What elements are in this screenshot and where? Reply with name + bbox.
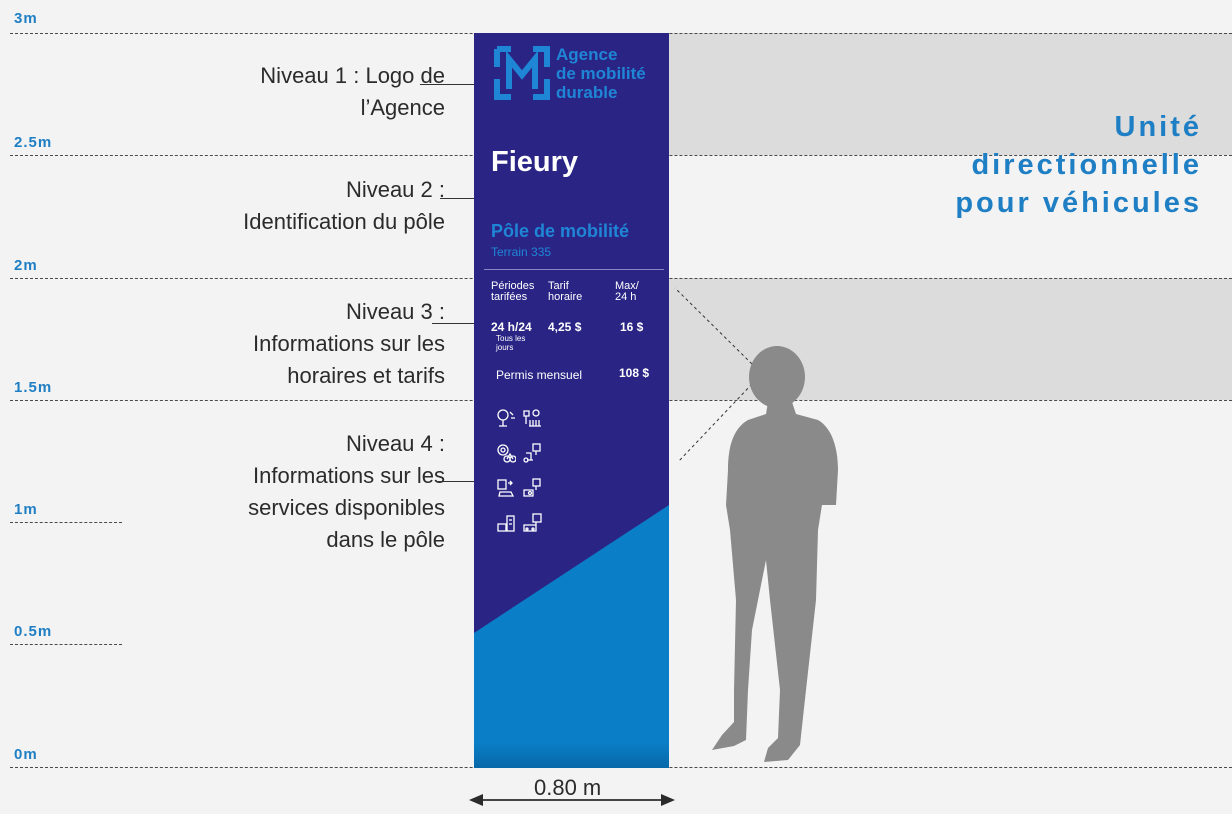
sign-divider xyxy=(484,269,664,270)
carshare-icon xyxy=(497,479,515,497)
band-level-1 xyxy=(669,33,1232,155)
days-value: Tous les jours xyxy=(496,334,526,352)
bus-stop-icon xyxy=(497,515,515,532)
tick-0-5m: 0.5m xyxy=(14,623,53,640)
sign-pylon: Agence de mobilité durable Fieury Pôle d… xyxy=(474,33,669,768)
level-4-label: Niveau 4 : Informations sur les services… xyxy=(248,431,445,552)
max-value: 16 $ xyxy=(620,320,644,334)
diagram-title: Unité directionnelle pour véhicules xyxy=(955,111,1202,219)
car-parking-icon xyxy=(523,513,542,532)
station-name: Fieury xyxy=(491,146,579,178)
width-dimension-arrow xyxy=(469,794,675,806)
level-3-label: Niveau 3 : Informations sur les horaires… xyxy=(253,299,445,388)
leader-level-4 xyxy=(436,481,488,482)
agency-logo-text: Agence de mobilité durable xyxy=(556,45,646,102)
tick-2m: 2m xyxy=(14,257,38,274)
bike-share-icon xyxy=(497,444,516,463)
line-0-5m xyxy=(10,644,122,645)
tick-0m: 0m xyxy=(14,746,38,763)
rate-value: 4,25 $ xyxy=(548,320,582,334)
monthly-price: 108 $ xyxy=(619,366,650,380)
line-1m xyxy=(10,522,122,523)
level-2-label: Niveau 2 : Identification du pôle xyxy=(243,177,445,234)
header-max: Max/ 24 h xyxy=(615,280,639,303)
hub-subtitle: Pôle de mobilité xyxy=(491,221,630,241)
transit-parking-icon xyxy=(523,478,541,497)
period-value: 24 h/24 xyxy=(491,320,532,334)
level-1-label: Niveau 1 : Logo de l’Agence xyxy=(260,63,445,120)
lot-number: Terrain 335 xyxy=(491,245,552,259)
width-label: 0.80 m xyxy=(534,775,602,800)
agency-logo-mark xyxy=(494,46,550,100)
bike-parking-icon xyxy=(523,409,541,427)
tick-2-5m: 2.5m xyxy=(14,134,53,151)
monthly-label: Permis mensuel xyxy=(496,368,583,382)
leader-level-2 xyxy=(440,198,488,199)
header-periods: Périodes tarifées xyxy=(491,280,535,303)
leader-level-1 xyxy=(420,84,492,85)
tick-1m: 1m xyxy=(14,501,38,518)
header-rate: Tarif horaire xyxy=(548,280,583,303)
sight-line-upper xyxy=(674,287,753,365)
scooter-parking-icon xyxy=(523,443,541,463)
ev-charging-icon xyxy=(497,409,515,427)
tick-1-5m: 1.5m xyxy=(14,379,53,396)
person-silhouette xyxy=(712,346,838,762)
leader-level-3 xyxy=(432,323,488,324)
pylon-background xyxy=(474,505,669,768)
pylon-blue-diagonal xyxy=(474,505,669,768)
tick-3m: 3m xyxy=(14,10,38,27)
